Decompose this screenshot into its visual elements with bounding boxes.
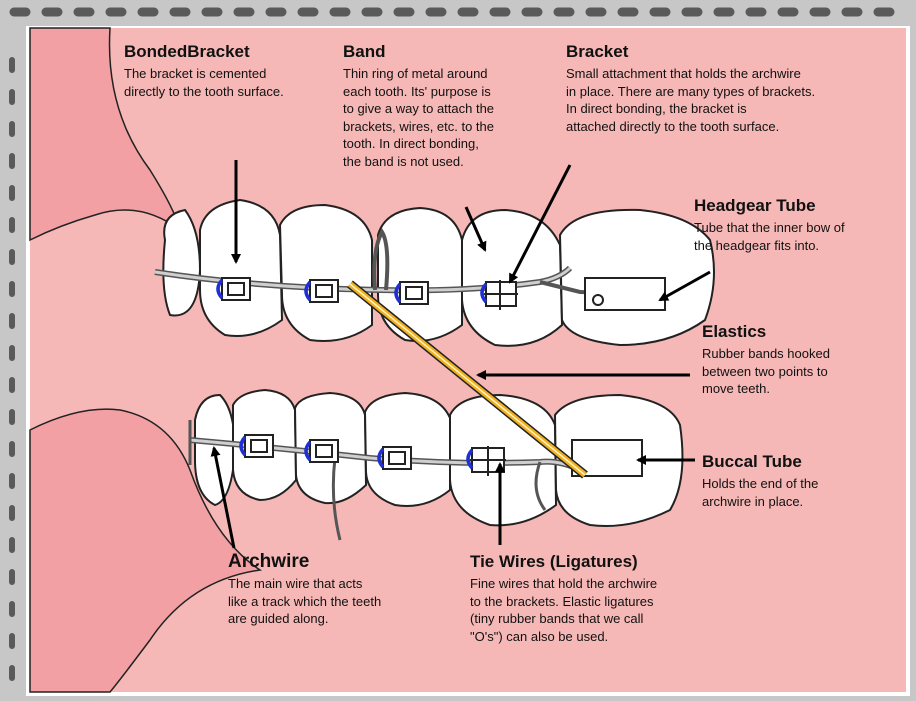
label-archwire: Archwire The main wire that acts like a …	[228, 552, 448, 628]
label-bracket-desc: Small attachment that holds the archwire…	[566, 65, 886, 135]
label-archwire-desc: The main wire that acts like a track whi…	[228, 575, 448, 628]
label-bonded-bracket-title: BondedBracket	[124, 42, 334, 62]
label-elastics: Elastics Rubber bands hooked between two…	[702, 322, 892, 398]
label-headgear-tube-title: Headgear Tube	[694, 196, 899, 216]
label-headgear-tube-desc: Tube that the inner bow of the headgear …	[694, 219, 899, 254]
label-buccal-tube-title: Buccal Tube	[702, 452, 892, 472]
label-tie-wires-desc: Fine wires that hold the archwire to the…	[470, 575, 740, 645]
label-bracket: Bracket Small attachment that holds the …	[566, 42, 886, 135]
label-archwire-title: Archwire	[228, 552, 448, 572]
label-tie-wires-title: Tie Wires (Ligatures)	[470, 552, 740, 572]
upper-teeth	[163, 200, 714, 346]
label-band-title: Band	[343, 42, 543, 62]
label-buccal-tube: Buccal Tube Holds the end of the archwir…	[702, 452, 892, 510]
label-bonded-bracket-desc: The bracket is cemented directly to the …	[124, 65, 334, 100]
label-elastics-desc: Rubber bands hooked between two points t…	[702, 345, 892, 398]
label-headgear-tube: Headgear Tube Tube that the inner bow of…	[694, 196, 899, 254]
label-elastics-title: Elastics	[702, 322, 892, 342]
label-bonded-bracket: BondedBracket The bracket is cemented di…	[124, 42, 334, 100]
label-band: Band Thin ring of metal around each toot…	[343, 42, 543, 170]
label-band-desc: Thin ring of metal around each tooth. It…	[343, 65, 543, 170]
label-bracket-title: Bracket	[566, 42, 886, 62]
label-buccal-tube-desc: Holds the end of the archwire in place.	[702, 475, 892, 510]
label-tie-wires: Tie Wires (Ligatures) Fine wires that ho…	[470, 552, 740, 645]
